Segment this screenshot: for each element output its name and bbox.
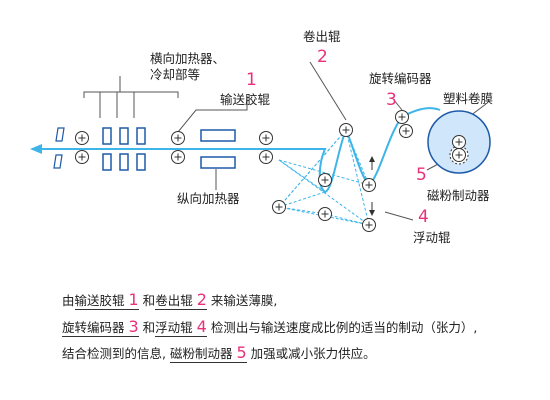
dancer-label: 浮动辊	[413, 230, 451, 245]
leader-lines	[177, 61, 487, 221]
unwind-roller-label: 卷出辊	[303, 29, 341, 44]
longitudinal-heater	[200, 129, 236, 169]
desc2-f: 检测出与输送速度成比例的适当的制动（张力）,	[206, 319, 478, 335]
brake-label: 磁粉制动器	[427, 188, 490, 203]
description: 由输送胶辊 1 和卷出辊 2 来输送薄膜, 旋转编码器 3 和浮动辊 4 检测出…	[62, 287, 542, 367]
cross-heater-label: 横向加热器、	[150, 51, 225, 66]
desc3-a: 结合检测到的信息,	[62, 346, 166, 361]
dancer-number: 4	[418, 207, 429, 227]
encoder-label: 旋转编码器	[369, 71, 432, 86]
desc1-d: 和	[138, 293, 156, 308]
desc2-encoder: 旋转编码器 3	[62, 316, 139, 337]
film-path	[40, 107, 441, 194]
description-line-3: 结合检测到的信息, 磁粉制动器 5 加强或减小张力供应。	[62, 340, 542, 367]
encoder-number: 3	[386, 90, 397, 110]
desc1-g: 来输送薄膜,	[206, 293, 278, 308]
feed-roller-label: 输送胶辊	[220, 92, 271, 107]
desc1-feed-roller: 输送胶辊 1	[74, 290, 139, 310]
rollers	[75, 110, 466, 232]
cross-heater-label-2: 冷却部等	[150, 67, 200, 82]
film-arrow-head	[30, 144, 42, 154]
film-roll-label: 塑料卷膜	[443, 91, 493, 106]
unwind-roller-number: 2	[317, 47, 328, 67]
description-line-2: 旋转编码器 3 和浮动辊 4 检测出与输送速度成比例的适当的制动（张力）,	[62, 314, 542, 341]
dancer-motion-arrows	[369, 156, 375, 216]
desc1-unwind-roller: 卷出辊 2	[155, 290, 207, 310]
film-tension-diagram: 横向加热器、 冷却部等 1 输送胶辊 卷出辊 2 旋转编码器 3 塑料卷膜 5 …	[30, 29, 493, 245]
description-line-1: 由输送胶辊 1 和卷出辊 2 来输送薄膜,	[62, 287, 542, 314]
cross-heater-bracket	[83, 76, 179, 118]
cross-heater-units	[102, 127, 146, 171]
longitudinal-heater-label: 纵向加热器	[177, 191, 240, 206]
desc2-dancer: 浮动辊 4	[155, 316, 207, 337]
brake-number: 5	[416, 165, 427, 185]
desc3-brake: 磁粉制动器 5	[169, 343, 247, 363]
film-guide-marks	[53, 127, 65, 169]
desc2-c: 和	[138, 319, 156, 335]
feed-roller-number: 1	[246, 70, 257, 90]
desc3-d: 加强或减小张力供应。	[246, 346, 376, 361]
desc1-a: 由	[62, 293, 75, 308]
